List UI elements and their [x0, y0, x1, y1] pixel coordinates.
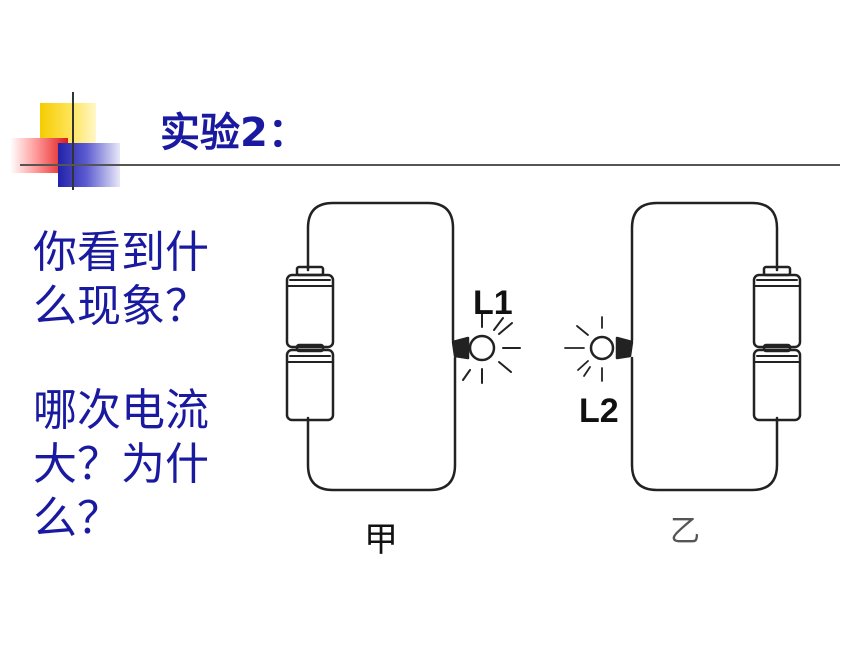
caption-right-circuit: 乙	[670, 514, 700, 549]
question-current: 哪次电流 大？为什 么？	[33, 384, 209, 546]
circuit-right	[564, 201, 802, 492]
lamp-1-label: L1	[473, 284, 513, 322]
right-battery-bottom	[752, 343, 802, 422]
slide-title: 实验2：	[160, 110, 308, 156]
lamp-2-label: L2	[579, 392, 619, 430]
question-observation-line-1: 你看到什	[33, 227, 209, 278]
title-underline	[20, 164, 840, 166]
right-battery-top	[752, 265, 802, 349]
question-current-line-3: 么？	[33, 493, 121, 544]
question-current-line-1: 哪次电流	[33, 385, 209, 436]
left-wire-bottom	[306, 356, 457, 492]
right-lamp	[564, 316, 634, 382]
left-wire-top	[306, 201, 455, 342]
caption-left-circuit: 甲	[364, 520, 398, 560]
question-observation-line-2: 么现象？	[33, 281, 209, 332]
question-observation: 你看到什 么现象？	[33, 226, 209, 334]
left-battery-top	[285, 265, 335, 349]
circuit-left	[285, 201, 521, 492]
left-lamp	[451, 313, 521, 384]
right-wire-top	[630, 201, 779, 342]
question-current-line-2: 大？为什	[33, 439, 209, 490]
left-battery-bottom	[285, 343, 335, 422]
right-wire-bottom	[630, 356, 779, 492]
decor-vertical-line	[72, 92, 74, 190]
